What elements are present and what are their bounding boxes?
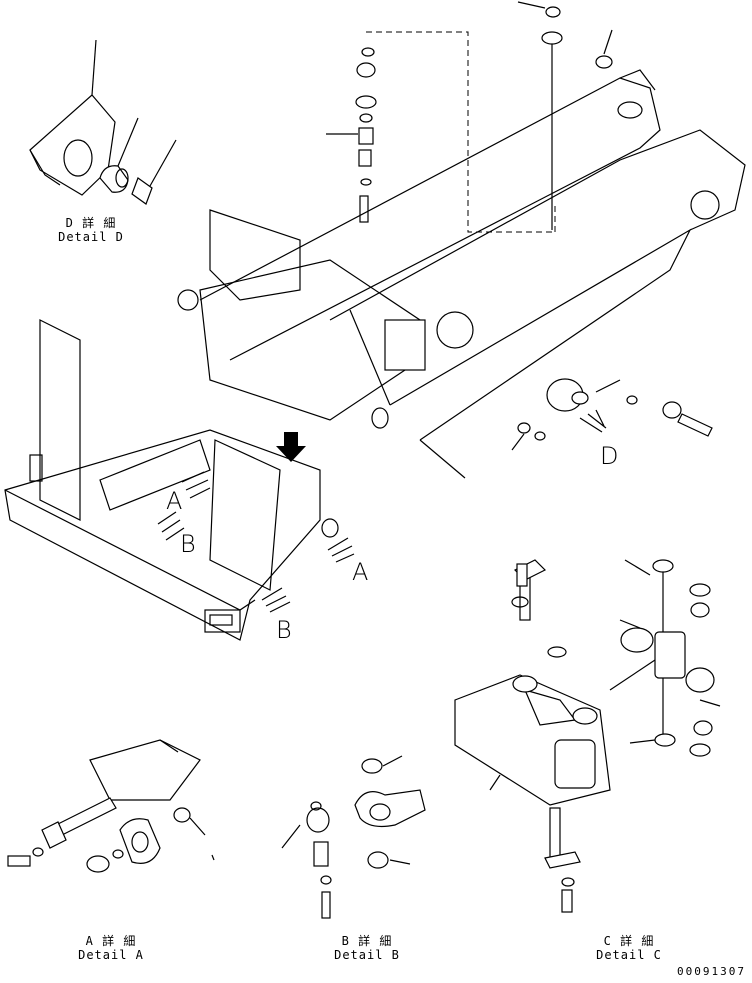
view-marker-a-lower: A xyxy=(352,558,369,586)
detail-a-caption: A 詳 細 Detail A xyxy=(66,934,156,962)
document-number: 00091307 xyxy=(677,965,746,978)
view-arrows xyxy=(157,409,607,613)
detail-c-caption: C 詳 細 Detail C xyxy=(584,934,674,962)
detail-b-caption: B 詳 細 Detail B xyxy=(322,934,412,962)
view-marker-b-lower: B xyxy=(276,616,292,644)
view-marker-d: D xyxy=(600,442,619,470)
detail-b-drawing xyxy=(281,755,426,919)
detail-d-jp-label: D 詳 細 xyxy=(65,216,117,230)
detail-a-en-label: Detail A xyxy=(78,948,144,962)
detail-c-en-label: Detail C xyxy=(596,948,662,962)
top-right-washers xyxy=(517,1,613,230)
detail-b-jp-label: B 詳 細 xyxy=(341,934,393,948)
detail-a-drawing xyxy=(7,739,215,873)
detail-b-en-label: Detail B xyxy=(334,948,400,962)
detail-d-en-label: Detail D xyxy=(58,230,124,244)
detail-a-jp-label: A 詳 細 xyxy=(85,934,137,948)
main-frame xyxy=(4,69,746,641)
view-marker-b-upper: B xyxy=(180,530,196,558)
d-parts-right xyxy=(511,379,713,451)
detail-c-jp-label: C 詳 細 xyxy=(603,934,655,948)
detail-d-caption: D 詳 細 Detail D xyxy=(46,216,136,244)
detail-c-drawing xyxy=(454,559,721,913)
detail-d-drawing xyxy=(29,39,177,205)
view-marker-a-upper: A xyxy=(166,487,183,515)
pin-stack xyxy=(326,31,555,233)
